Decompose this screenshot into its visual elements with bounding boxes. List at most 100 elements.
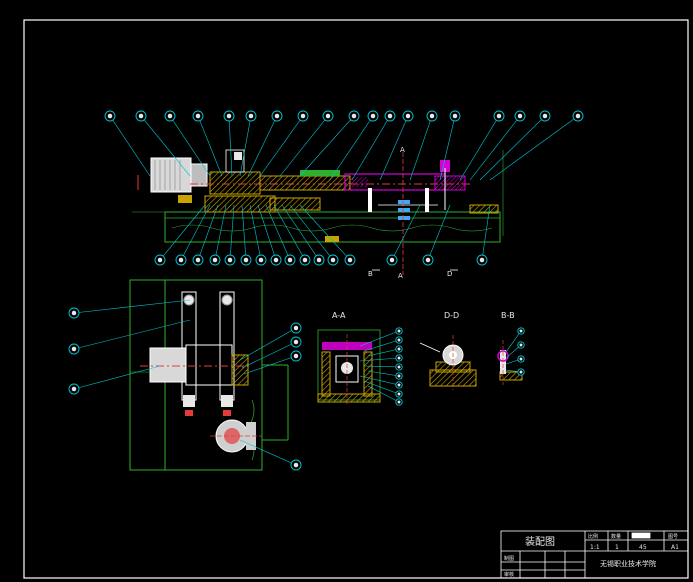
callout-leader: [73, 365, 161, 390]
section-aa-title: A-A: [332, 311, 346, 320]
motor-flange: [190, 163, 208, 187]
callout-number: [227, 257, 233, 263]
title-block-row-a: 制图: [504, 555, 514, 562]
callout-number: [425, 257, 431, 263]
callout-number: [387, 113, 393, 119]
section-dd-view: D-D: [419, 311, 477, 390]
plan-frame: [129, 279, 263, 471]
callout-number: [316, 257, 322, 263]
plan-motor: [149, 347, 187, 383]
callout-leader: [159, 204, 206, 261]
callout-number: [519, 329, 523, 333]
callout-number: [519, 370, 523, 374]
callout-leader: [505, 330, 522, 353]
callout-leader: [427, 204, 451, 261]
plan-coupling: [231, 354, 249, 386]
section-bb-title: B-B: [501, 311, 515, 320]
callout-leader: [359, 357, 400, 362]
callout-number: [347, 257, 353, 263]
callout-number: [71, 386, 77, 392]
callout-leader: [241, 204, 247, 261]
title-block-no-header: 图号: [668, 534, 678, 540]
plan-view-callouts: [68, 299, 302, 471]
callout-number: [178, 257, 184, 263]
callout-number: [212, 257, 218, 263]
callout-leader: [299, 115, 355, 177]
callout-number: [107, 113, 113, 119]
callout-leader: [359, 330, 400, 347]
callout-number: [397, 400, 401, 404]
slot-left: [181, 291, 197, 401]
callout-number: [397, 383, 401, 387]
motor: [150, 157, 192, 193]
section-marker-a-top: A: [400, 146, 405, 154]
callout-number: [287, 257, 293, 263]
callout-leader: [281, 204, 320, 261]
callout-leader: [439, 115, 456, 181]
callout-leader: [239, 115, 252, 177]
callout-number: [273, 257, 279, 263]
callout-leader: [239, 439, 297, 466]
callout-leader: [367, 370, 400, 377]
callout-leader: [73, 319, 191, 350]
callout-leader: [109, 115, 151, 177]
callout-leader: [197, 115, 223, 177]
callout-number: [397, 329, 401, 333]
callout-number: [397, 392, 401, 396]
callout-number: [405, 113, 411, 119]
callout-number: [157, 257, 163, 263]
title-block-qty-header: 数量: [611, 533, 621, 540]
callout-leader: [257, 204, 277, 261]
callout-leader: [391, 204, 421, 261]
section-marker-b: B: [368, 270, 373, 278]
section-bb-callouts: [505, 327, 525, 376]
title-block-qty: 1: [615, 544, 619, 551]
callout-number: [258, 257, 264, 263]
callout-leader: [140, 115, 191, 177]
section-dd-title: D-D: [444, 311, 459, 320]
callout-number: [243, 257, 249, 263]
bed-foot: [325, 236, 339, 242]
callout-number: [370, 113, 376, 119]
callout-number: [195, 257, 201, 263]
main-elevation-view: A A B D: [132, 146, 504, 280]
callout-number: [519, 357, 523, 361]
callout-number: [195, 113, 201, 119]
drawing-border: [23, 19, 689, 579]
title-block-number: 45: [639, 544, 647, 551]
main-view-callouts: [104, 110, 584, 266]
plan-view: [129, 279, 289, 471]
callout-leader: [243, 355, 297, 375]
callout-leader: [459, 115, 500, 181]
callout-leader: [279, 115, 329, 177]
callout-leader: [489, 115, 579, 181]
callout-number: [330, 257, 336, 263]
callout-leader: [241, 341, 297, 369]
shaft-housing: [259, 175, 351, 191]
section-aa-callouts: [359, 327, 403, 406]
callout-number: [517, 113, 523, 119]
callout-number: [479, 257, 485, 263]
title-block-title: 装配图: [525, 535, 555, 548]
callout-number: [293, 462, 299, 468]
callout-leader: [289, 204, 334, 261]
callout-leader: [180, 204, 211, 261]
callout-leader: [329, 115, 374, 181]
section-marker-a-bottom: A: [398, 272, 403, 280]
callout-number: [397, 356, 401, 360]
callout-number: [274, 113, 280, 119]
callout-number: [293, 339, 299, 345]
callout-number: [167, 113, 173, 119]
callout-leader: [359, 375, 400, 386]
title-block-scale-header: 比例: [588, 533, 598, 540]
title-block: [500, 530, 689, 579]
callout-leader: [265, 204, 291, 261]
callout-leader: [367, 385, 400, 403]
title-block-row-b: 审核: [504, 571, 514, 578]
callout-leader: [351, 115, 391, 181]
callout-number: [293, 325, 299, 331]
callout-number: [302, 257, 308, 263]
callout-leader: [363, 339, 400, 352]
callout-leader: [479, 115, 546, 181]
section-aa-view: A-A: [317, 311, 381, 404]
